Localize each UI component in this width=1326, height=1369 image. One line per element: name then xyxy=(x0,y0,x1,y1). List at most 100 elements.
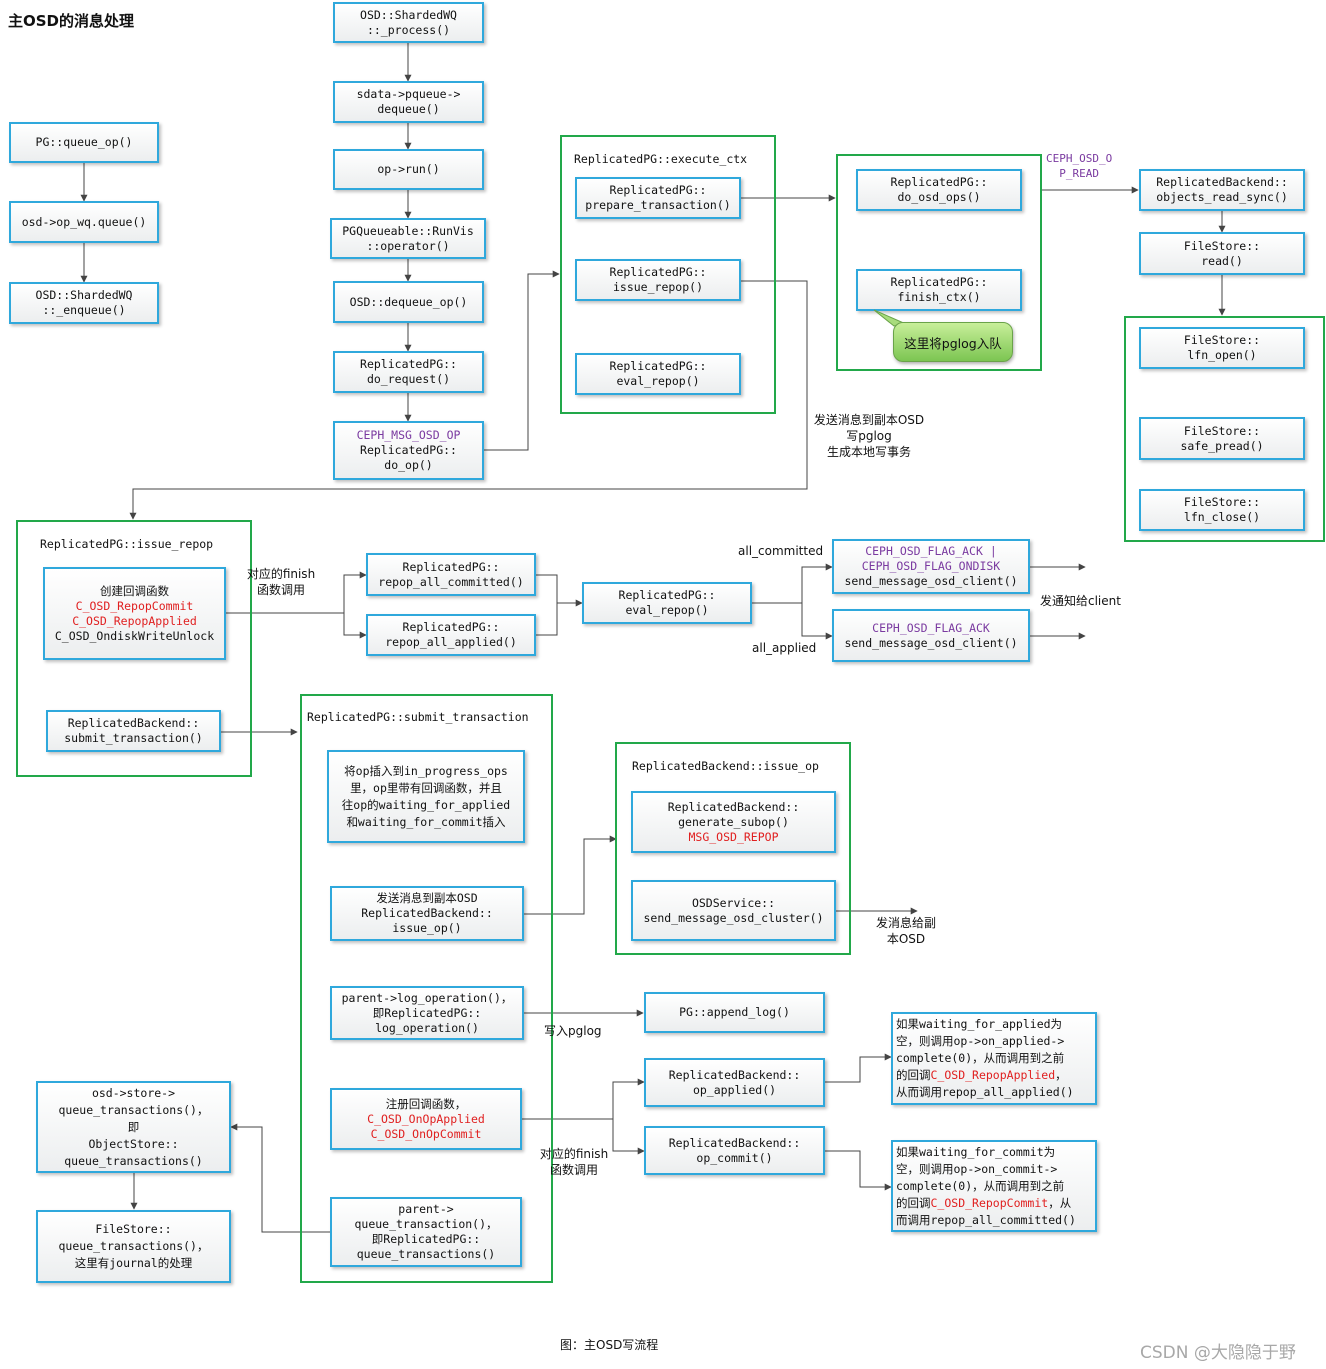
box-eval-repop-top-label: ReplicatedPG:: eval_repop() xyxy=(609,359,707,388)
box-do-op: CEPH_MSG_OSD_OP ReplicatedPG:: do_op() xyxy=(333,421,484,480)
box-issue-repop: ReplicatedPG:: issue_repop() xyxy=(575,259,741,301)
box-commit-note-part-b: ，从 而调用repop_all_committed() xyxy=(896,1195,1076,1227)
box-insert-in-progress: 将op插入到in_progress_ops 里，op里带有回调函数，并且 往op… xyxy=(327,750,525,843)
box-send-to-replica-label: 发送消息到副本OSD ReplicatedBackend:: issue_op(… xyxy=(361,891,493,935)
group-execute-ctx xyxy=(560,135,776,414)
arrow-queue-to-store xyxy=(230,1123,330,1233)
box-lfn-close: FileStore:: lfn_close() xyxy=(1139,489,1305,531)
box-repop-all-committed-label: ReplicatedPG:: repop_all_committed() xyxy=(378,559,524,589)
box-send-client-ondisk-label: send_message_osd_client() xyxy=(844,574,1018,588)
box-do-osd-ops: ReplicatedPG:: do_osd_ops() xyxy=(856,169,1022,211)
box-safe-pread-label: FileStore:: safe_pread() xyxy=(1180,423,1264,453)
box-send-client-ondisk-flags: CEPH_OSD_FLAG_ACK | CEPH_OSD_FLAG_ONDISK xyxy=(861,544,1001,573)
box-commit-note-callback: C_OSD_RepopCommit xyxy=(930,1195,1049,1210)
box-finish-ctx: ReplicatedPG:: finish_ctx() xyxy=(856,269,1022,311)
watermark: CSDN @大隐隐于野 xyxy=(1140,1343,1296,1363)
arrow-applied-to-eval xyxy=(536,603,558,636)
box-runvis: PGQueueable::RunVis ::operator() xyxy=(330,218,486,259)
label-send-to-replica-osd: 发消息给副 本OSD xyxy=(876,916,937,946)
arrow-applied-to-note xyxy=(825,1053,892,1083)
box-insert-in-progress-label: 将op插入到in_progress_ops 里，op里带有回调函数，并且 往op… xyxy=(341,763,511,829)
box-generate-subop-flag: MSG_OSD_REPOP xyxy=(688,829,779,844)
box-filestore-queue-transactions-label: FileStore:: queue_transactions()， 这里有jou… xyxy=(58,1222,209,1270)
box-register-callbacks-onop-applied: C_OSD_OnOpApplied xyxy=(367,1111,485,1126)
box-lfn-open-label: FileStore:: lfn_open() xyxy=(1183,333,1261,362)
box-repop-all-applied-label: ReplicatedPG:: repop_all_applied() xyxy=(385,620,517,649)
box-osd-op-wq-queue: osd->op_wq.queue() xyxy=(9,201,159,243)
arrow-register-to-commit xyxy=(612,1119,645,1155)
box-op-run-label: op->run() xyxy=(377,162,440,176)
group-submit-transaction-label: ReplicatedPG::submit_transaction xyxy=(307,710,529,724)
box-filestore-read: FileStore:: read() xyxy=(1139,232,1305,275)
arrow-commit-to-note xyxy=(825,1150,892,1191)
box-pg-queue-op: PG::queue_op() xyxy=(9,122,159,163)
arrow-register-to-applied xyxy=(522,1078,645,1120)
box-eval-repop-top: ReplicatedPG:: eval_repop() xyxy=(575,353,741,395)
figure-caption: 图：主OSD写流程 xyxy=(560,1338,659,1352)
box-send-client-ack-flag: CEPH_OSD_FLAG_ACK xyxy=(872,620,990,635)
label-all-applied: all_applied xyxy=(752,641,817,655)
box-rb-op-commit-label: ReplicatedBackend:: op_commit() xyxy=(668,1135,801,1165)
box-append-log-label: PG::append_log() xyxy=(679,1005,790,1019)
box-send-cluster-label: OSDService:: send_message_osd_cluster() xyxy=(643,895,824,925)
box-pg-queue-op-label: PG::queue_op() xyxy=(35,135,133,149)
box-prepare-transaction: ReplicatedPG:: prepare_transaction() xyxy=(575,177,741,219)
arrow-committed-to-eval xyxy=(536,574,583,607)
box-log-operation-label: parent->log_operation()， 即ReplicatedPG::… xyxy=(341,990,513,1035)
box-eval-repop-mid: ReplicatedPG:: eval_repop() xyxy=(582,582,752,624)
label-write-pglog: 写入pglog xyxy=(544,1024,602,1038)
box-generate-subop-label: ReplicatedBackend:: generate_subop() xyxy=(667,799,800,829)
box-do-request-label: ReplicatedPG:: do_request() xyxy=(360,357,457,386)
arrow-group-to-applied xyxy=(343,613,367,639)
box-sharded-process: OSD::ShardedWQ ::_process() xyxy=(333,2,484,43)
box-safe-pread: FileStore:: safe_pread() xyxy=(1139,417,1305,460)
box-eval-repop-mid-label: ReplicatedPG:: eval_repop() xyxy=(618,588,716,617)
group-do-osd-ops xyxy=(836,154,1042,371)
box-register-callbacks-title: 注册回调函数， xyxy=(385,1096,467,1111)
box-store-queue-transactions: osd->store-> queue_transactions()， 即 Obj… xyxy=(36,1081,231,1173)
group-execute-ctx-label: ReplicatedPG::execute_ctx xyxy=(574,152,748,166)
arrow-eval-to-send-ondisk xyxy=(752,563,833,604)
box-filestore-queue-transactions: FileStore:: queue_transactions()， 这里有jou… xyxy=(36,1210,231,1283)
box-prepare-transaction-label: ReplicatedPG:: prepare_transaction() xyxy=(585,183,731,212)
label-ceph-osd-op-read: CEPH_OSD_O P_READ xyxy=(1046,152,1113,180)
box-send-cluster: OSDService:: send_message_osd_cluster() xyxy=(631,880,836,941)
arrow-issue-repop-to-issue-repop-group xyxy=(129,280,808,520)
label-notify-client: 发通知给client xyxy=(1040,594,1121,608)
box-commit-note: 如果waiting_for_commit为 空，则调用op->on_commit… xyxy=(891,1140,1097,1232)
box-send-to-replica: 发送消息到副本OSD ReplicatedBackend:: issue_op(… xyxy=(330,886,524,941)
box-generate-subop: ReplicatedBackend:: generate_subop() MSG… xyxy=(631,791,836,853)
box-rb-submit-transaction: ReplicatedBackend:: submit_transaction() xyxy=(46,710,221,752)
box-queue-transaction: parent-> queue_transaction()， 即Replicate… xyxy=(330,1197,522,1267)
box-osd-dequeue-op: OSD::dequeue_op() xyxy=(333,281,484,323)
group-issue-op xyxy=(615,742,851,955)
box-rb-op-applied: ReplicatedBackend:: op_applied() xyxy=(644,1058,825,1107)
box-objects-read-sync-label: ReplicatedBackend:: objects_read_sync() xyxy=(1156,175,1288,204)
box-send-client-ack-label: send_message_osd_client() xyxy=(844,635,1018,650)
box-applied-note-part-b: ， 从而调用repop_all_applied() xyxy=(896,1068,1074,1099)
box-register-callbacks-onop-commit: C_OSD_OnOpCommit xyxy=(370,1126,482,1141)
arrow-do-op-to-execute-ctx xyxy=(482,270,560,451)
group-issue-op-label: ReplicatedBackend::issue_op xyxy=(632,759,819,773)
box-rb-op-commit: ReplicatedBackend:: op_commit() xyxy=(644,1126,825,1175)
box-do-request: ReplicatedPG:: do_request() xyxy=(333,351,484,393)
box-objects-read-sync: ReplicatedBackend:: objects_read_sync() xyxy=(1139,169,1305,211)
group-issue-repop xyxy=(16,520,252,777)
box-lfn-close-label: FileStore:: lfn_close() xyxy=(1183,495,1261,524)
box-create-callbacks-repop-applied: C_OSD_RepopApplied xyxy=(72,613,197,628)
label-all-committed: all_committed xyxy=(738,544,824,558)
arrow-eval-to-send-ack xyxy=(801,603,833,640)
box-finish-ctx-label: ReplicatedPG:: finish_ctx() xyxy=(890,275,988,304)
group-issue-repop-label: ReplicatedPG::issue_repop xyxy=(40,537,214,551)
box-osd-dequeue-op-label: OSD::dequeue_op() xyxy=(349,294,468,309)
box-store-queue-transactions-label: osd->store-> queue_transactions()， 即 Obj… xyxy=(58,1085,209,1168)
box-pqueue-dequeue-label: sdata->pqueue-> dequeue() xyxy=(356,87,461,116)
box-do-op-label: ReplicatedPG:: do_op() xyxy=(360,443,457,472)
box-lfn-open: FileStore:: lfn_open() xyxy=(1139,327,1305,369)
group-filestore-read xyxy=(1124,316,1325,542)
box-register-callbacks: 注册回调函数， C_OSD_OnOpApplied C_OSD_OnOpComm… xyxy=(330,1088,522,1150)
diagram-title: 主OSD的消息处理 xyxy=(8,12,135,30)
box-op-run: op->run() xyxy=(333,149,484,190)
box-do-op-flag: CEPH_MSG_OSD_OP xyxy=(356,428,461,442)
